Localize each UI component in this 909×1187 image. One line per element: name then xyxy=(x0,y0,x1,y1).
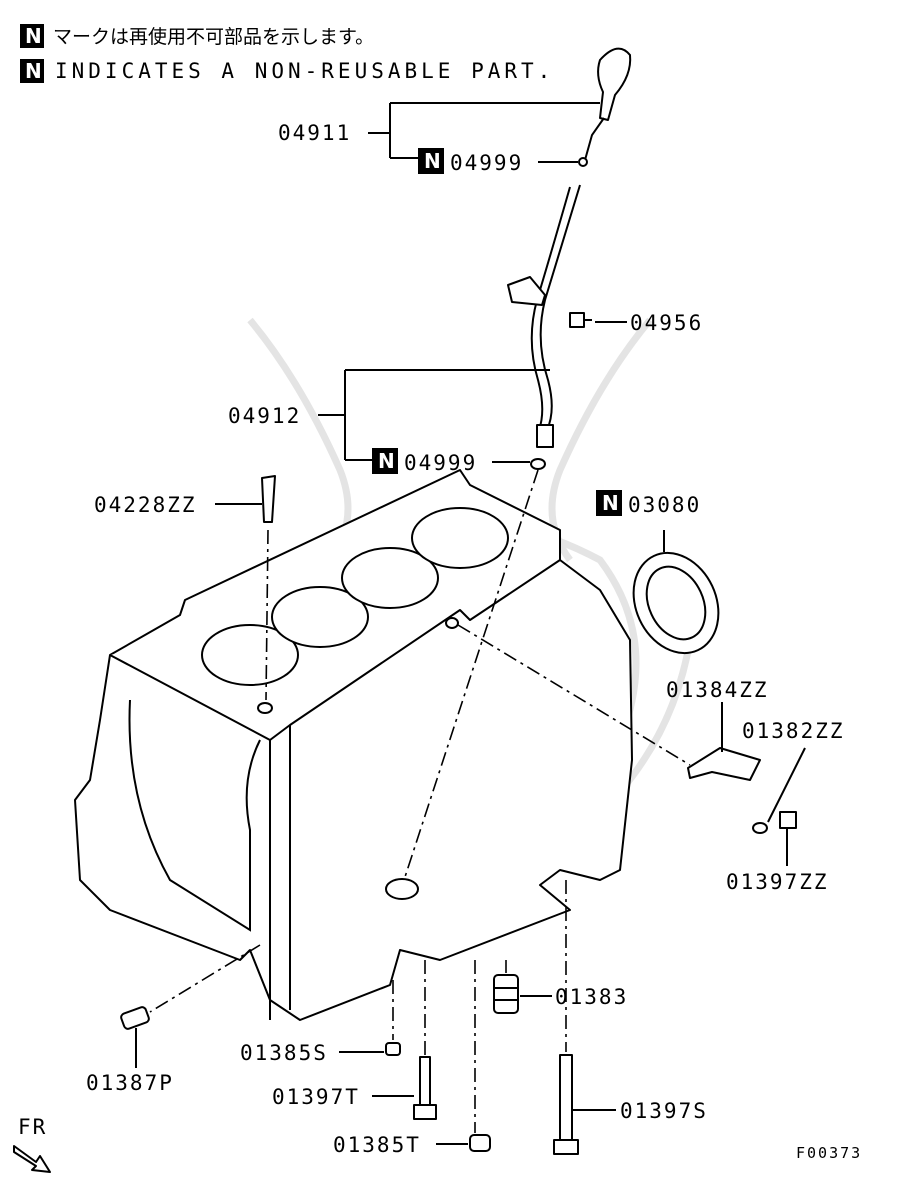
label-04228ZZ: 04228ZZ xyxy=(94,493,197,517)
non-reusable-badge-icon xyxy=(372,448,398,474)
oil-level-gauge xyxy=(507,47,632,470)
non-reusable-badges: N N N xyxy=(372,148,622,516)
label-01397T: 01397T xyxy=(272,1085,360,1109)
label-04999-lower: 04999 xyxy=(404,451,477,475)
front-arrow-icon xyxy=(13,1145,51,1173)
oil-seal-03080 xyxy=(632,551,720,655)
label-03080: 03080 xyxy=(628,493,701,517)
engine-block xyxy=(74,469,633,1021)
pin-01385T xyxy=(469,1134,491,1152)
legend-english-text: INDICATES A NON-REUSABLE PART. xyxy=(55,59,554,83)
bolt-01397ZZ xyxy=(779,811,797,829)
non-reusable-badge-icon xyxy=(596,490,622,516)
dipstick-hole xyxy=(385,878,419,900)
sleeve-01383 xyxy=(493,974,519,1014)
label-04912: 04912 xyxy=(228,404,301,428)
bolt-01397S xyxy=(553,1054,579,1155)
bolt-01397T xyxy=(413,1056,437,1120)
non-reusable-badge-icon xyxy=(418,148,444,174)
legend: N マークは再使用不可部品を示します。 N INDICATES A NON-RE… xyxy=(20,24,554,83)
front-label: FR xyxy=(18,1115,47,1139)
bolt-04956 xyxy=(569,312,592,328)
leader-lines xyxy=(135,102,806,1145)
label-01397S: 01397S xyxy=(620,1099,708,1123)
front-direction-indicator: FR xyxy=(13,1115,51,1173)
washer-01382ZZ xyxy=(752,822,768,834)
pin-01385S xyxy=(385,1042,401,1056)
label-01397ZZ: 01397ZZ xyxy=(726,870,829,894)
svg-text:N: N xyxy=(378,449,395,473)
cylinder-bore-2 xyxy=(271,586,369,648)
pin-01387P xyxy=(120,1006,150,1030)
label-01383: 01383 xyxy=(555,985,628,1009)
label-01387P: 01387P xyxy=(86,1071,174,1095)
svg-text:N: N xyxy=(602,491,619,515)
label-01382ZZ: 01382ZZ xyxy=(742,719,845,743)
label-04956: 04956 xyxy=(630,311,703,335)
legend-japanese-text: マークは再使用不可部品を示します。 xyxy=(53,26,374,48)
label-01385T: 01385T xyxy=(333,1133,421,1157)
plug-04228ZZ xyxy=(261,475,276,523)
non-reusable-badge-icon xyxy=(20,24,44,48)
assembly-lines xyxy=(149,469,691,1133)
label-04911: 04911 xyxy=(278,121,351,145)
non-reusable-badge-icon xyxy=(20,59,44,83)
bracket-01384ZZ xyxy=(687,747,761,781)
label-01385S: 01385S xyxy=(240,1041,328,1065)
badge-letter: N xyxy=(25,59,42,83)
part-labels: 04911 04999 04956 04912 04999 04228ZZ 03… xyxy=(86,121,845,1157)
badge-letter: N xyxy=(25,24,42,48)
figure-id: F00373 xyxy=(796,1144,862,1162)
label-04999-upper: 04999 xyxy=(450,151,523,175)
label-01384ZZ: 01384ZZ xyxy=(666,678,769,702)
cylinder-bore-1 xyxy=(201,624,299,686)
cylinder-bore-4 xyxy=(411,507,509,569)
svg-text:N: N xyxy=(424,149,441,173)
cylinder-bore-3 xyxy=(341,547,439,609)
